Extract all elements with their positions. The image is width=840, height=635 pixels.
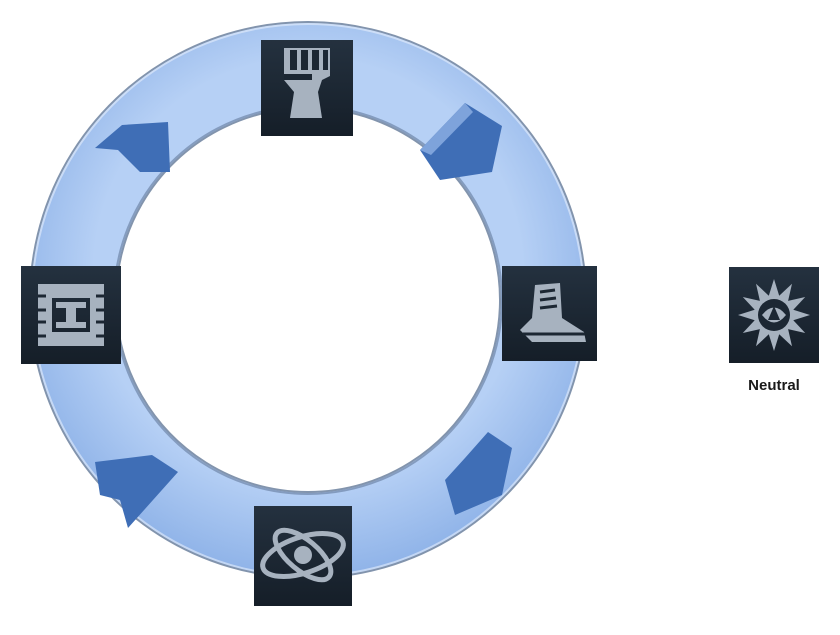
neutral-label: Neutral	[748, 377, 800, 394]
node-tech	[21, 266, 121, 364]
chevron-top-right	[420, 103, 502, 180]
node-speed	[502, 266, 597, 361]
fist-icon	[284, 48, 330, 118]
chevron-bottom-right	[445, 432, 512, 515]
chevron-top-left	[95, 122, 170, 172]
boot-icon	[520, 283, 586, 342]
chevron-bottom-left	[95, 455, 178, 528]
eye-star-icon	[738, 279, 810, 351]
neutral-node: Neutral	[729, 267, 819, 394]
node-science	[254, 506, 352, 606]
atom-icon	[260, 527, 346, 583]
chip-icon	[38, 284, 104, 346]
node-strength	[261, 40, 353, 136]
